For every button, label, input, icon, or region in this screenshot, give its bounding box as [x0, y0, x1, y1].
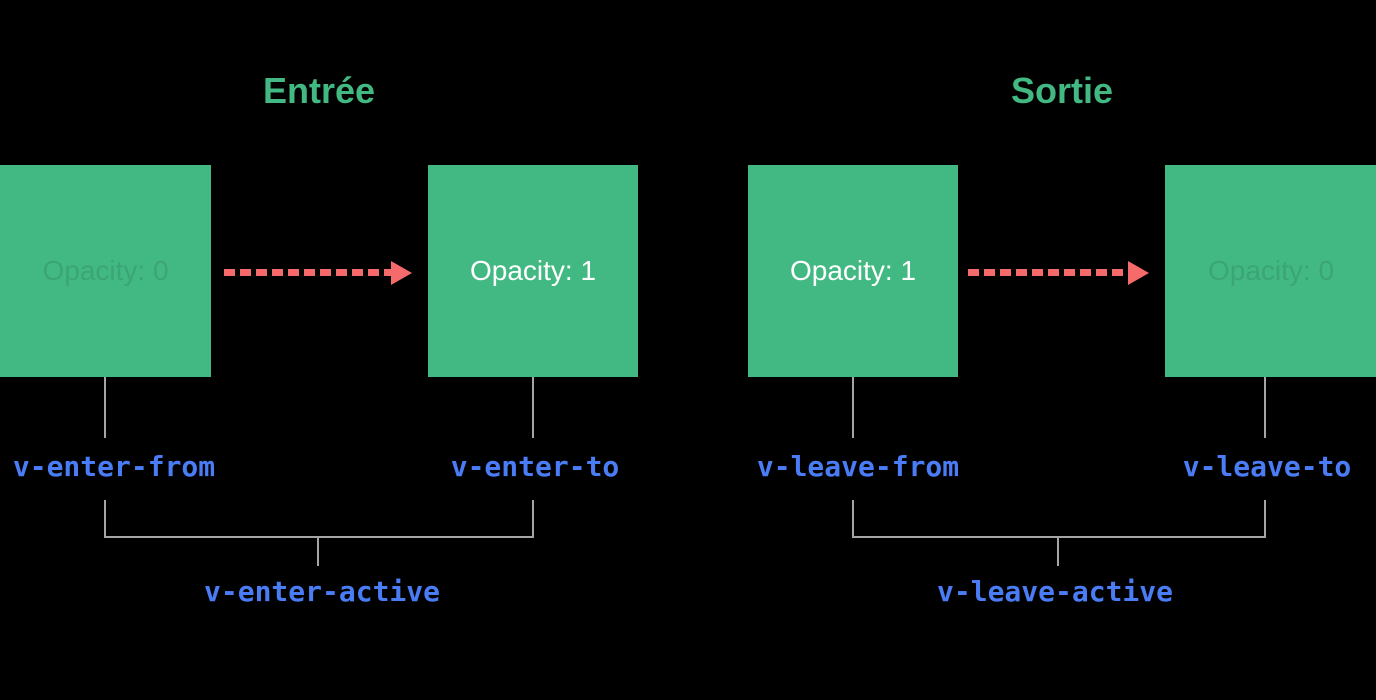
leave-to-class-label: v-leave-to	[1182, 450, 1352, 483]
leave-active-bracket	[852, 500, 1266, 538]
leave-to-box: Opacity: 0	[1165, 165, 1376, 377]
leave-from-connector-line	[852, 377, 854, 438]
enter-from-box: Opacity: 0	[0, 165, 211, 377]
leave-active-class-label: v-leave-active	[936, 575, 1174, 608]
enter-active-bracket-stem	[317, 538, 319, 566]
enter-from-class-label: v-enter-from	[12, 450, 216, 483]
enter-arrow-dashed-line	[224, 269, 392, 276]
enter-active-class-label: v-enter-active	[203, 575, 441, 608]
enter-to-class-label: v-enter-to	[450, 450, 620, 483]
leave-from-class-label: v-leave-from	[756, 450, 960, 483]
enter-from-connector-line	[104, 377, 106, 438]
leave-arrow-dashed-line	[968, 269, 1128, 276]
leave-from-opacity-label: Opacity: 1	[789, 255, 917, 286]
enter-to-connector-line	[532, 377, 534, 438]
enter-to-opacity-label: Opacity: 1	[469, 255, 597, 286]
leave-active-bracket-stem	[1057, 538, 1059, 566]
enter-section-title: Entrée	[262, 70, 376, 111]
enter-from-opacity-label: Opacity: 0	[42, 255, 169, 286]
leave-to-connector-line	[1264, 377, 1266, 438]
leave-from-box: Opacity: 1	[748, 165, 958, 377]
leave-arrow-head-icon	[1128, 261, 1149, 285]
enter-active-bracket	[104, 500, 534, 538]
leave-to-opacity-label: Opacity: 0	[1207, 255, 1335, 286]
leave-section-title: Sortie	[1010, 70, 1114, 111]
enter-arrow-head-icon	[391, 261, 412, 285]
enter-to-box: Opacity: 1	[428, 165, 638, 377]
